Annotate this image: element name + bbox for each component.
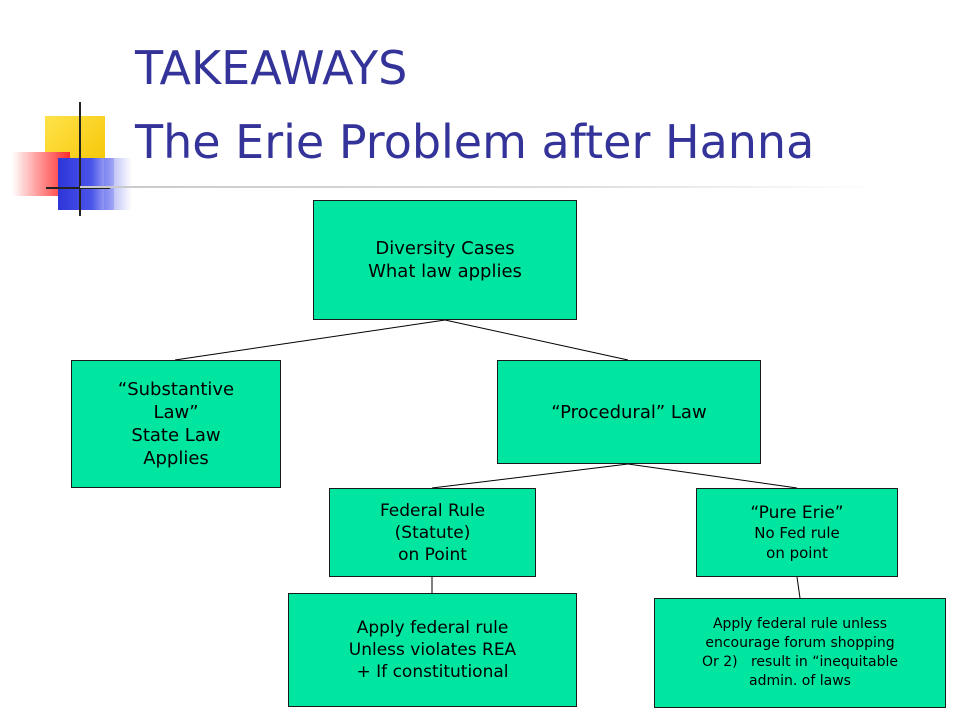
decor-blue-fade xyxy=(104,158,132,210)
node-apply-unless-line-1: Apply federal rule unless xyxy=(712,616,888,632)
slide-title-line-2: The Erie Problem after Hanna xyxy=(135,115,815,169)
edge-procedural-pure-erie xyxy=(627,463,798,489)
node-apply-federal-line-1: Apply federal rule xyxy=(356,618,509,638)
node-federal-rule-line-3: on Point xyxy=(398,544,467,565)
node-pure-erie-line-3: on point xyxy=(766,543,828,562)
node-procedural-law: “Procedural” Law xyxy=(497,360,761,464)
node-apply-unless-line-2: encourage forum shopping xyxy=(705,635,895,651)
node-federal-rule-line-2: (Statute) xyxy=(394,522,471,543)
edge-procedural-federal-rule xyxy=(431,463,629,489)
node-pure-erie-line-2: No Fed rule xyxy=(754,523,840,542)
node-procedural-line-1: “Procedural” Law xyxy=(551,401,707,423)
node-apply-unless-line-4: admin. of laws xyxy=(749,673,851,689)
node-diversity-line-2: What law applies xyxy=(368,261,522,282)
edge-diversity-procedural xyxy=(444,319,629,361)
decor-vertical-line xyxy=(79,102,81,216)
edge-pure-erie-apply-unless xyxy=(796,576,801,599)
node-substantive-line-2: Law” xyxy=(153,402,199,423)
node-apply-unless: Apply federal rule unless encourage foru… xyxy=(654,598,946,708)
node-substantive-line-1: “Substantive xyxy=(117,379,235,400)
node-apply-federal-rule: Apply federal rule Unless violates REA +… xyxy=(288,593,577,707)
slide-title-line-1: TAKEAWAYS xyxy=(135,41,408,95)
node-federal-rule-line-1: Federal Rule xyxy=(379,500,486,521)
node-substantive-line-4: Applies xyxy=(143,448,209,469)
node-apply-unless-line-3: Or 2) result in “inequitable xyxy=(702,654,898,670)
node-apply-federal-line-3: + If constitutional xyxy=(356,662,509,682)
node-federal-rule: Federal Rule (Statute) on Point xyxy=(329,488,536,577)
title-underline-rule xyxy=(80,186,880,188)
edge-diversity-substantive xyxy=(174,319,446,361)
node-apply-federal-line-2: Unless violates REA xyxy=(348,640,517,660)
node-diversity-line-1: Diversity Cases xyxy=(375,238,515,259)
node-substantive-line-3: State Law xyxy=(131,425,221,446)
decor-horizontal-line xyxy=(46,187,110,189)
node-substantive-law: “Substantive Law” State Law Applies xyxy=(71,360,281,488)
node-pure-erie: “Pure Erie” No Fed rule on point xyxy=(696,488,898,577)
node-diversity-cases: Diversity Cases What law applies xyxy=(313,200,577,320)
node-pure-erie-line-1: “Pure Erie” xyxy=(750,502,844,523)
